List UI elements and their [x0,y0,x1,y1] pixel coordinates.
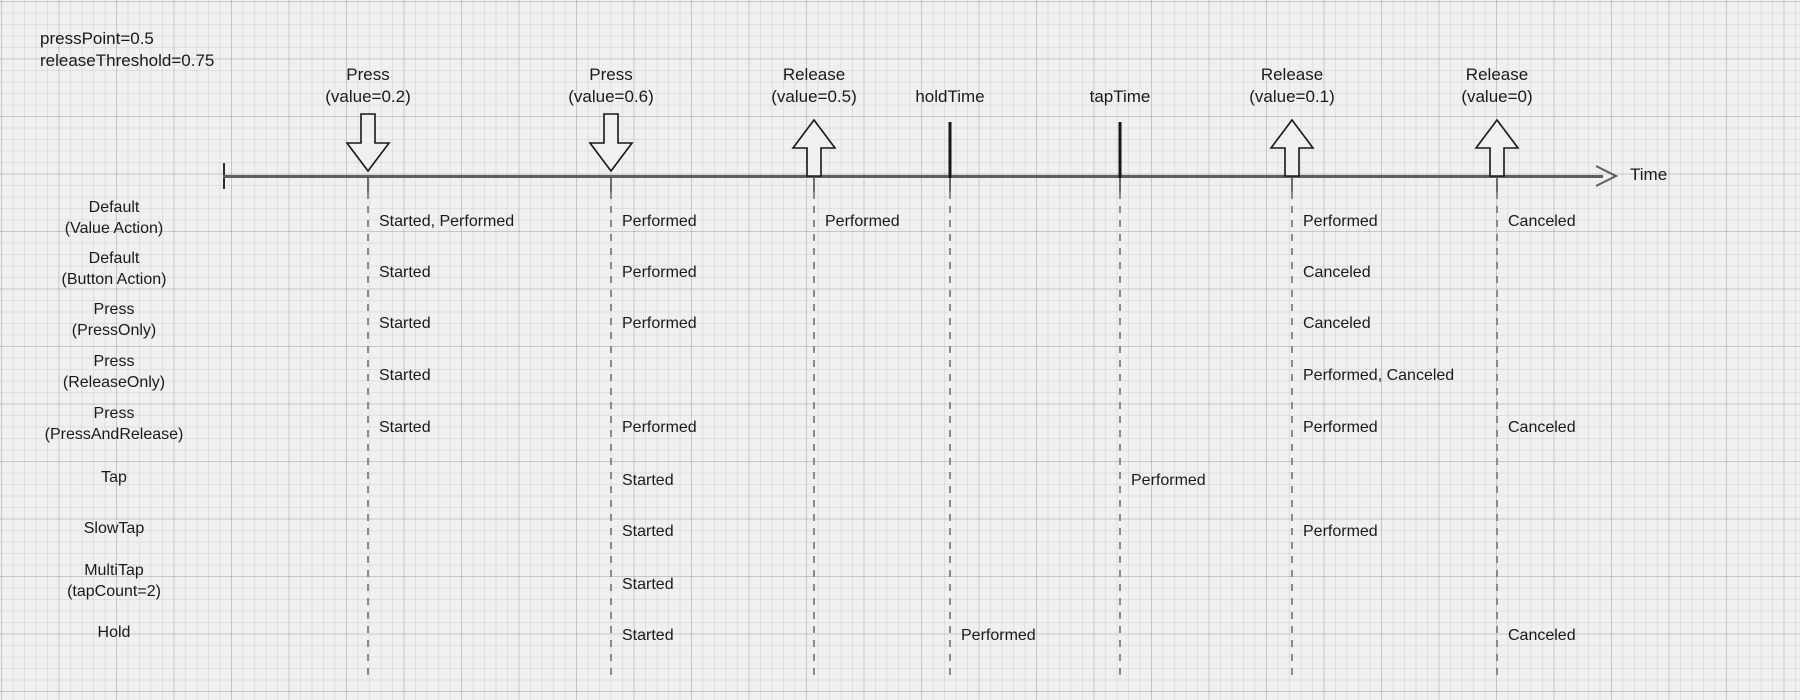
event-caption-release-0-5: Release (value=0.5) [771,64,857,108]
event-caption-line: (value=0.2) [325,87,411,106]
cell-default-button-action-press-0-2: Started [379,264,431,281]
event-guide-line [367,178,369,678]
event-caption-release-0: Release (value=0) [1461,64,1532,108]
parameter-note: pressPoint=0.5 releaseThreshold=0.75 [40,28,214,72]
event-caption-line: Press [589,65,633,84]
cell-default-value-action-press-0-2: Started, Performed [379,213,515,230]
axis-stub-tick [949,178,951,192]
event-guide-line [1119,178,1121,678]
press-arrow-down-icon [345,113,391,182]
press-arrow-down-icon [588,113,634,182]
row-label-line: Press [93,405,135,422]
event-caption-line: Release [782,65,846,84]
axis-stub-tick [610,178,612,192]
cell-press-releaseonly-release-0-1: Performed, Canceled [1303,367,1455,384]
cell-press-pressandrelease-release-0-1: Performed [1303,419,1378,436]
row-label-press-pressonly: Press (PressOnly) [0,299,228,341]
event-caption-line: tapTime [1089,87,1151,106]
cell-default-button-action-release-0-1: Canceled [1303,264,1371,281]
row-label-line: Default [88,199,140,216]
event-caption-line: (value=0.5) [771,87,857,106]
row-label-line: (PressAndRelease) [44,426,184,443]
cell-default-value-action-release-0: Canceled [1508,213,1576,230]
row-label-line: Default [88,250,140,267]
row-label-line: Press [93,353,135,370]
row-label-hold: Hold [0,622,228,643]
time-threshold-tick-icon [948,122,952,178]
row-label-slowtap: SlowTap [0,518,228,539]
cell-press-pressandrelease-press-0-2: Started [379,419,431,436]
row-label-press-pressandrelease: Press (PressAndRelease) [0,403,228,445]
cell-default-value-action-release-0-5: Performed [825,213,900,230]
axis-stub-tick [1119,178,1121,192]
parameter-line-1: releaseThreshold=0.75 [40,51,215,70]
event-caption-line: (value=0.1) [1249,87,1335,106]
cell-hold-release-0: Canceled [1508,627,1576,644]
release-arrow-up-icon [1269,118,1315,183]
row-label-line: (Button Action) [61,271,167,288]
event-caption-line: (value=0) [1461,87,1533,106]
row-label-tap: Tap [0,467,228,488]
row-label-line: (Value Action) [64,220,164,237]
release-arrow-up-icon [1474,118,1520,183]
row-label-line: (ReleaseOnly) [62,374,166,391]
row-label-press-releaseonly: Press (ReleaseOnly) [0,351,228,393]
release-arrow-up-icon [791,118,837,183]
cell-press-releaseonly-press-0-2: Started [379,367,431,384]
row-label-default-value-action: Default (Value Action) [0,197,228,239]
cell-default-value-action-release-0-1: Performed [1303,213,1378,230]
event-guide-line [1291,178,1293,678]
event-caption-tap-time: tapTime [1090,86,1151,108]
row-label-line: Hold [97,623,131,641]
row-label-line: (PressOnly) [71,322,157,339]
event-caption-line: Release [1465,65,1529,84]
row-label-line: Press [93,301,135,318]
cell-tap-tap-time: Performed [1131,472,1206,489]
parameter-line-0: pressPoint=0.5 [40,29,154,48]
cell-press-pressonly-press-0-6: Performed [622,315,697,332]
time-axis-arrow-icon [1595,163,1619,189]
row-label-multitap: MultiTap (tapCount=2) [0,560,228,602]
cell-hold-hold-time: Performed [961,627,1036,644]
event-guide-line [813,178,815,678]
cell-default-button-action-press-0-6: Performed [622,264,697,281]
event-guide-line [949,178,951,678]
row-label-line: SlowTap [83,519,145,537]
cell-slowtap-release-0-1: Performed [1303,523,1378,540]
axis-stub-tick [813,178,815,192]
cell-hold-press-0-6: Started [622,627,674,644]
axis-stub-tick [1496,178,1498,192]
row-label-line: Tap [101,468,127,486]
cell-press-pressonly-press-0-2: Started [379,315,431,332]
axis-stub-tick [367,178,369,192]
cell-press-pressandrelease-press-0-6: Performed [622,419,697,436]
event-caption-line: Release [1260,65,1324,84]
cell-default-value-action-press-0-6: Performed [622,213,697,230]
row-label-line: (tapCount=2) [67,583,161,600]
row-label-line: MultiTap [84,562,144,579]
event-caption-hold-time: holdTime [915,86,984,108]
cell-tap-press-0-6: Started [622,472,674,489]
time-axis-label: Time [1630,165,1668,184]
row-label-default-button-action: Default (Button Action) [0,248,228,290]
cell-press-pressonly-release-0-1: Canceled [1303,315,1371,332]
cell-press-pressandrelease-release-0: Canceled [1508,419,1576,436]
cell-slowtap-press-0-6: Started [622,523,674,540]
event-caption-release-0-1: Release (value=0.1) [1249,64,1335,108]
event-caption-line: (value=0.6) [568,87,654,106]
cell-multitap-press-0-6: Started [622,576,674,593]
event-guide-line [1496,178,1498,678]
event-caption-press-0-6: Press (value=0.6) [568,64,654,108]
time-axis-line [223,175,1603,178]
axis-stub-tick [1291,178,1293,192]
event-caption-line: Press [346,65,390,84]
event-caption-press-0-2: Press (value=0.2) [325,64,411,108]
event-caption-line: holdTime [915,87,985,106]
event-guide-line [610,178,612,678]
time-threshold-tick-icon [1118,122,1122,178]
